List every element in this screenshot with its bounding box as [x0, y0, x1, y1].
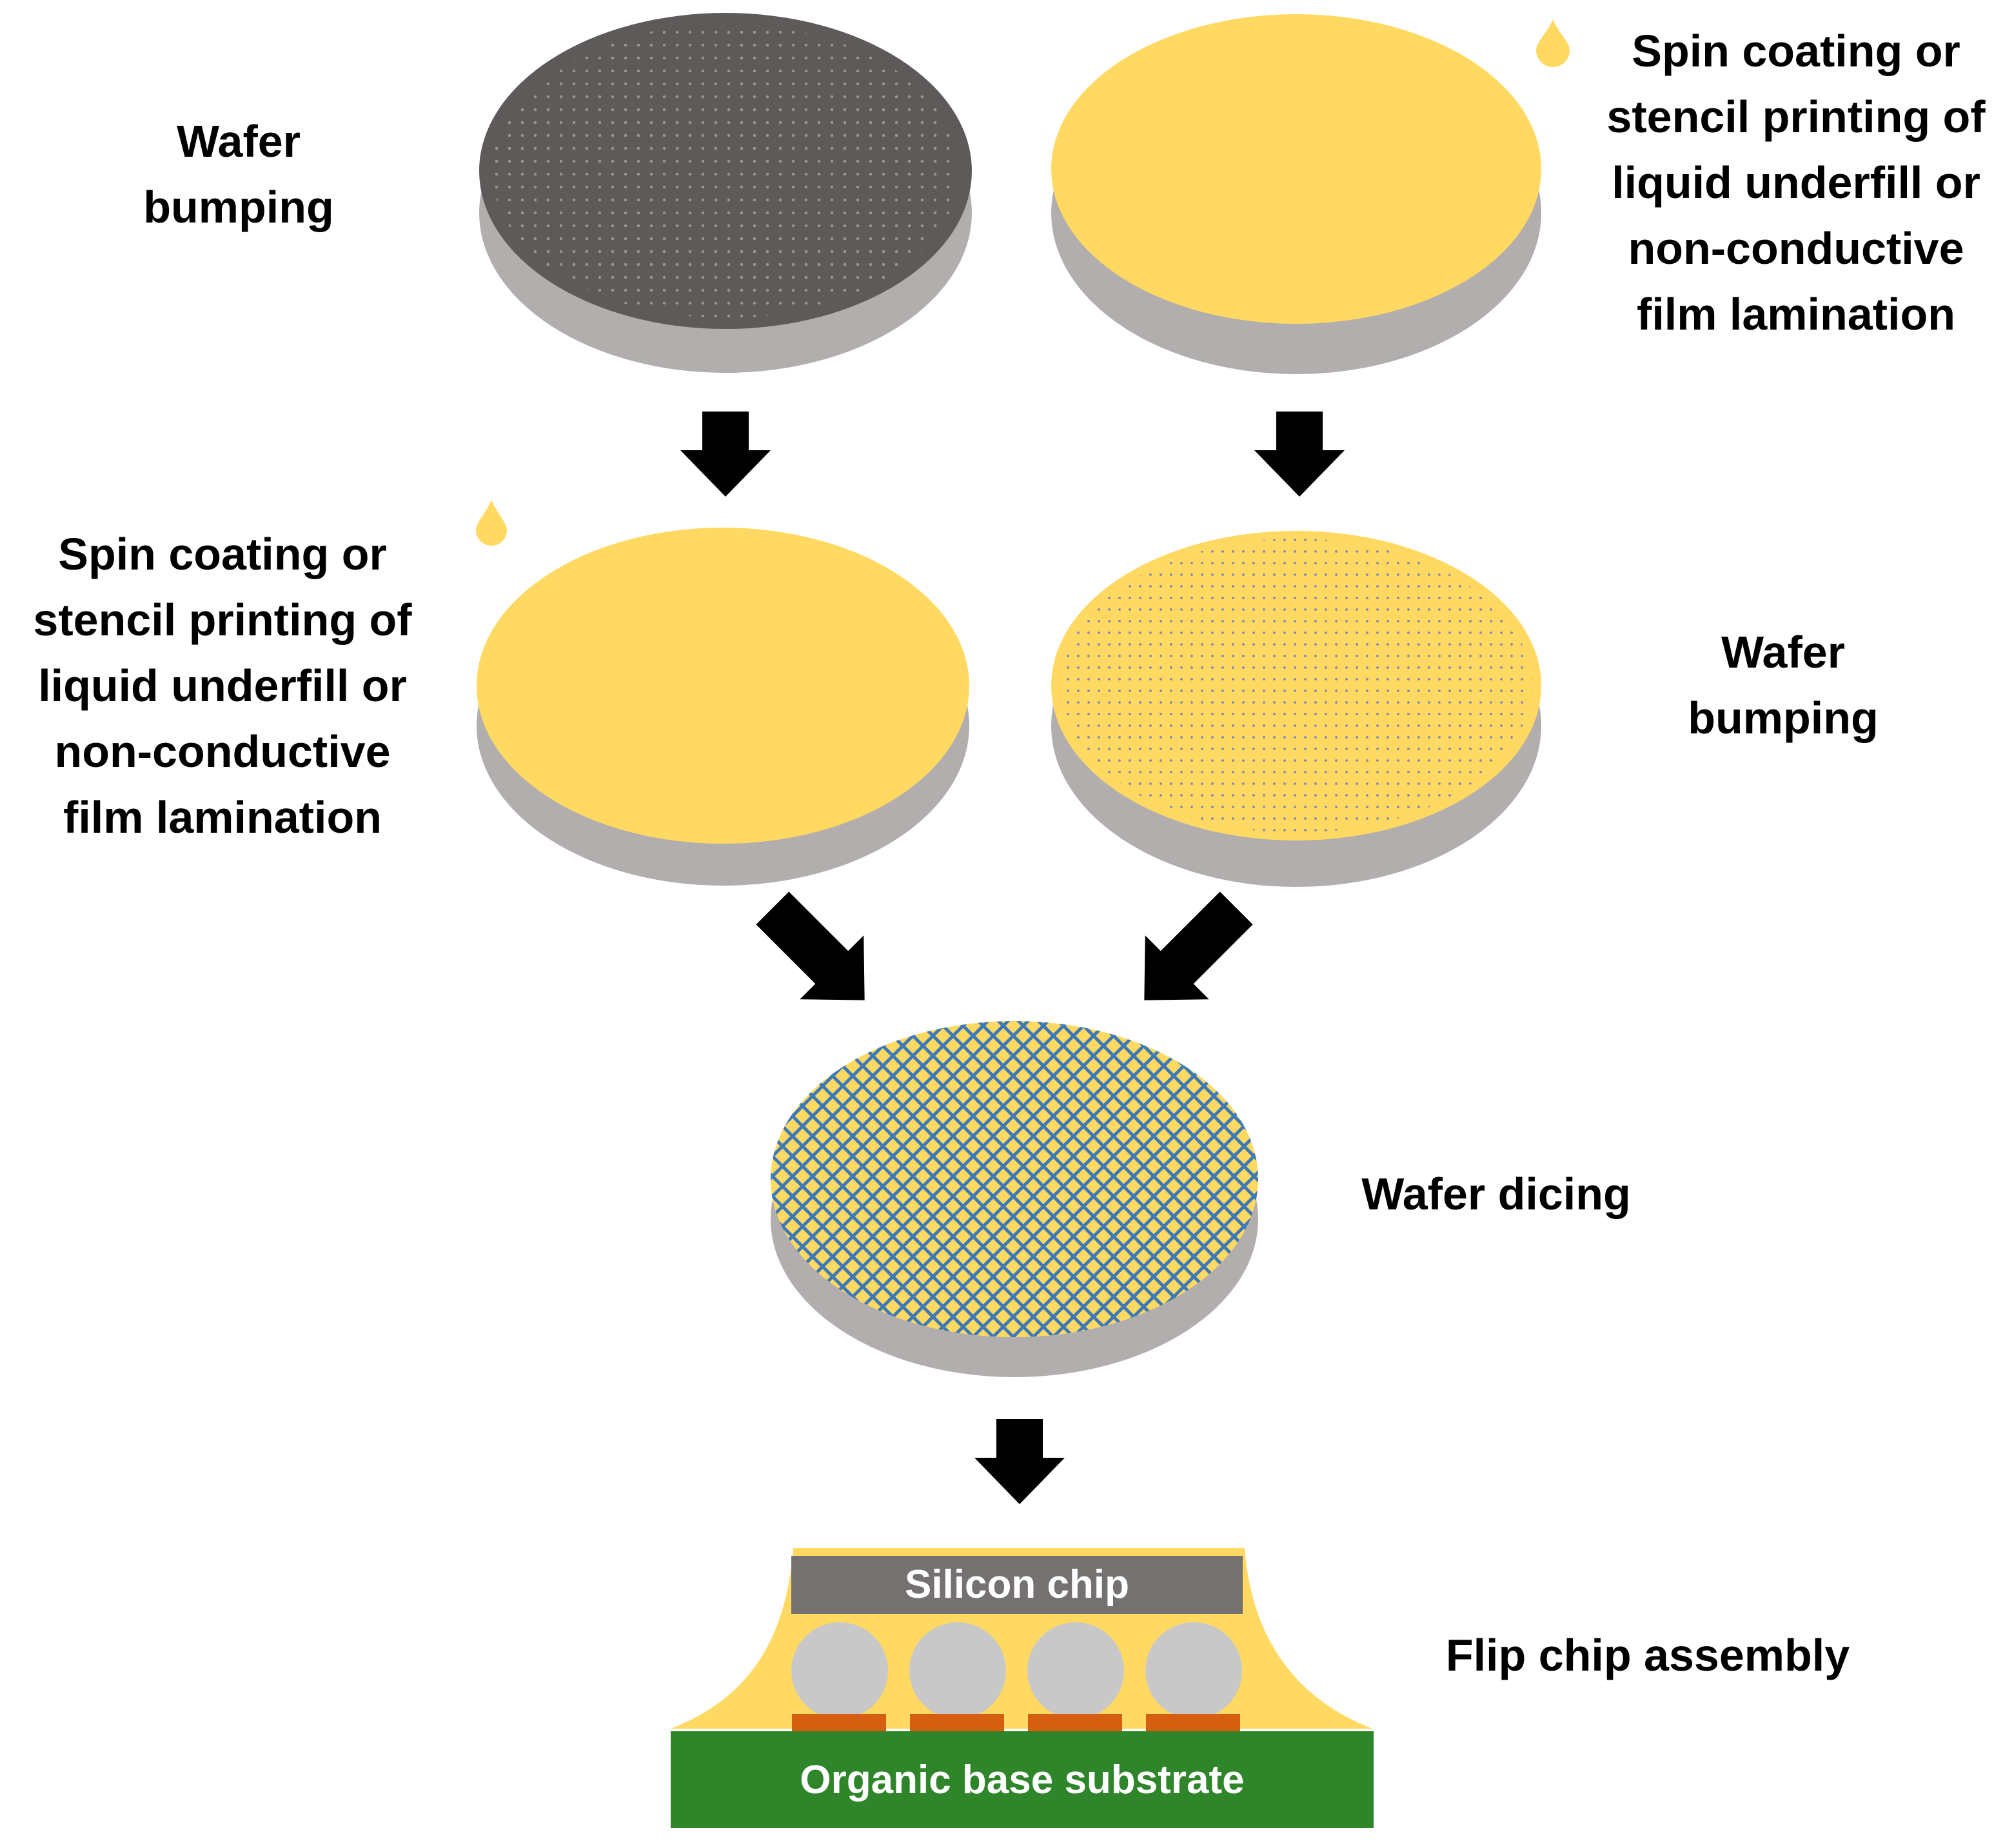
- substrate-label: Organic base substrate: [800, 1758, 1245, 1802]
- dicing-grid: [771, 1021, 1258, 1337]
- label-wafer-bumping-left: Wafer bumping: [143, 116, 334, 232]
- bond-pad: [1146, 1714, 1240, 1731]
- bond-pad: [910, 1714, 1004, 1731]
- bond-pad: [792, 1714, 886, 1731]
- solder-ball: [791, 1622, 888, 1719]
- solder-ball: [909, 1622, 1006, 1719]
- arrow-down-icon: [1144, 891, 1253, 1000]
- bond-pad: [1028, 1714, 1122, 1731]
- solder-ball: [1027, 1622, 1124, 1719]
- underfill-layer: [1051, 14, 1541, 324]
- arrow-down-icon: [756, 891, 865, 1000]
- label-coating-left: Spin coating or stencil printing of liqu…: [33, 529, 412, 842]
- coated-wafer-top: [1051, 14, 1541, 374]
- silicon-chip: [791, 1556, 1243, 1614]
- flip-chip-assembly: [671, 1548, 1374, 1828]
- arrow-down-icon: [974, 1419, 1065, 1504]
- underfill-layer: [477, 528, 969, 844]
- label-wafer-bumping-right: Wafer bumping: [1688, 627, 1879, 743]
- label-coating-right: Spin coating or stencil printing of liqu…: [1606, 26, 1986, 339]
- label-flip-chip-assembly: Flip chip assembly: [1445, 1630, 1850, 1680]
- diced-wafer: [771, 1021, 1258, 1377]
- bump-dots: [492, 24, 959, 318]
- label-wafer-dicing: Wafer dicing: [1361, 1169, 1631, 1219]
- silicon-chip-label: Silicon chip: [905, 1562, 1129, 1607]
- organic-substrate: [671, 1731, 1374, 1828]
- arrow-down-icon: [680, 412, 771, 497]
- solder-ball: [1145, 1622, 1242, 1719]
- droplet-icon: [1536, 19, 1570, 67]
- coated-wafer-middle: [477, 528, 969, 886]
- bumped-wafer: [479, 13, 972, 373]
- arrow-down-icon: [1254, 412, 1345, 497]
- bumped-coated-wafer: [1051, 531, 1541, 887]
- bump-dots: [1061, 539, 1532, 833]
- droplet-icon: [476, 500, 507, 546]
